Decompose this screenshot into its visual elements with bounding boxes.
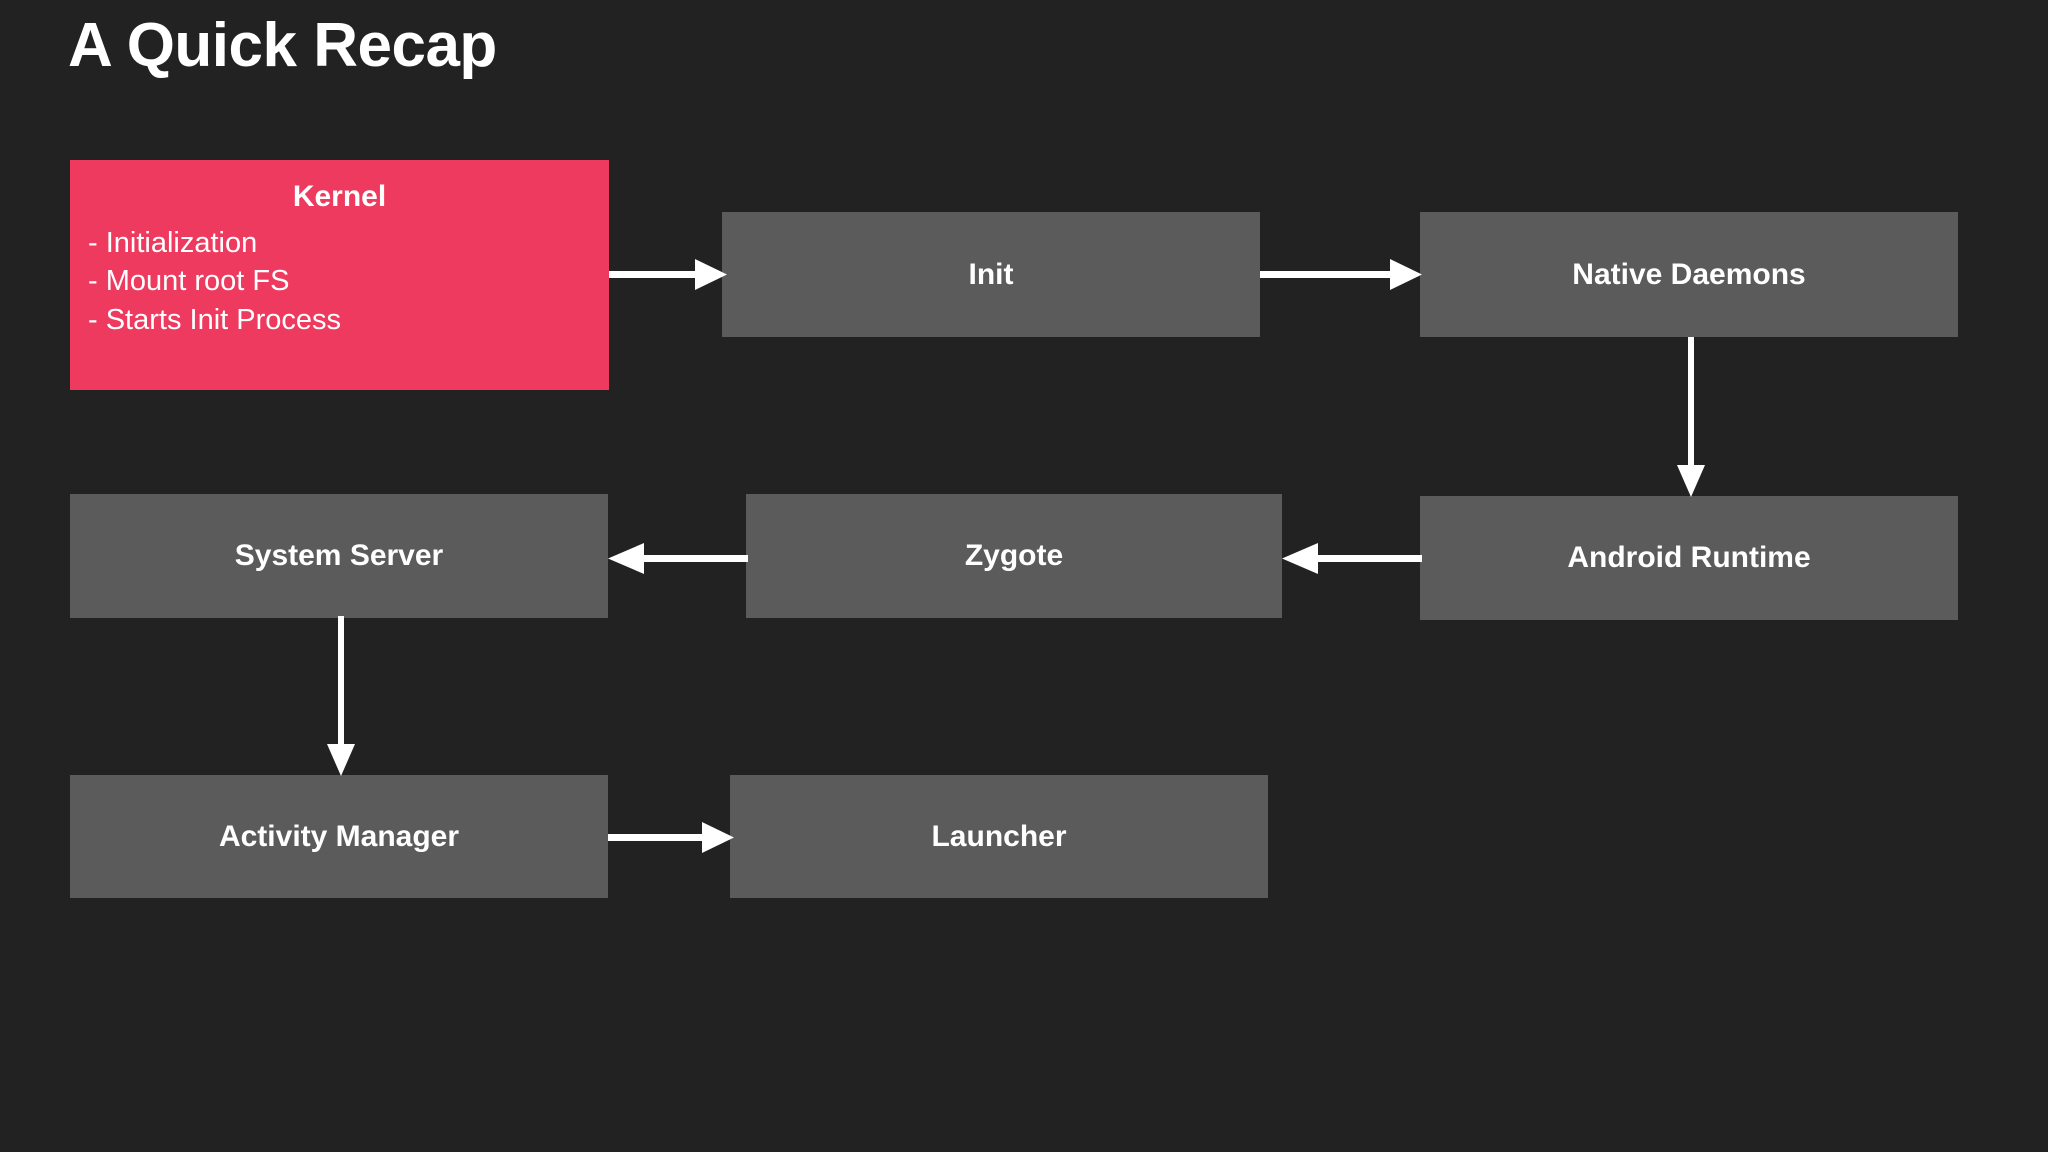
node-activity-manager-label: Activity Manager xyxy=(218,819,460,853)
node-kernel-bullet-starts-init-process: - Starts Init Process xyxy=(88,303,342,336)
connector-activity-manager-to-launcher xyxy=(608,817,734,859)
node-native-daemons-label: Native Daemons xyxy=(1572,257,1806,291)
node-kernel-bullet-initialization: - Initialization xyxy=(88,227,258,259)
connector-zygote-to-system-server xyxy=(608,538,748,580)
node-kernel[interactable]: Kernel - Initialization - Mount root FS … xyxy=(70,160,609,390)
connector-android-runtime-to-zygote xyxy=(1282,538,1422,580)
node-kernel-bullets: - Initialization - Mount root FS - Start… xyxy=(70,224,609,339)
node-system-server[interactable]: System Server xyxy=(70,494,608,618)
node-kernel-label: Kernel xyxy=(292,180,387,213)
connector-kernel-to-init xyxy=(609,254,727,296)
connector-system-server-to-activity-manager xyxy=(318,616,364,776)
node-init-label: Init xyxy=(968,257,1014,291)
node-android-runtime[interactable]: Android Runtime xyxy=(1420,496,1958,620)
connector-init-to-native-daemons xyxy=(1260,254,1422,296)
node-zygote-label: Zygote xyxy=(964,539,1064,572)
node-zygote[interactable]: Zygote xyxy=(746,494,1282,618)
node-init[interactable]: Init xyxy=(722,212,1260,337)
node-launcher[interactable]: Launcher xyxy=(730,775,1268,898)
node-native-daemons[interactable]: Native Daemons xyxy=(1420,212,1958,337)
page-title: A Quick Recap xyxy=(68,11,497,80)
node-activity-manager[interactable]: Activity Manager xyxy=(70,775,608,898)
node-launcher-label: Launcher xyxy=(931,819,1067,853)
node-android-runtime-label: Android Runtime xyxy=(1567,541,1811,574)
node-system-server-label: System Server xyxy=(234,539,444,572)
node-kernel-bullet-mount-root-fs: - Mount root FS xyxy=(88,265,290,298)
connector-native-daemons-to-android-runtime xyxy=(1668,337,1714,497)
